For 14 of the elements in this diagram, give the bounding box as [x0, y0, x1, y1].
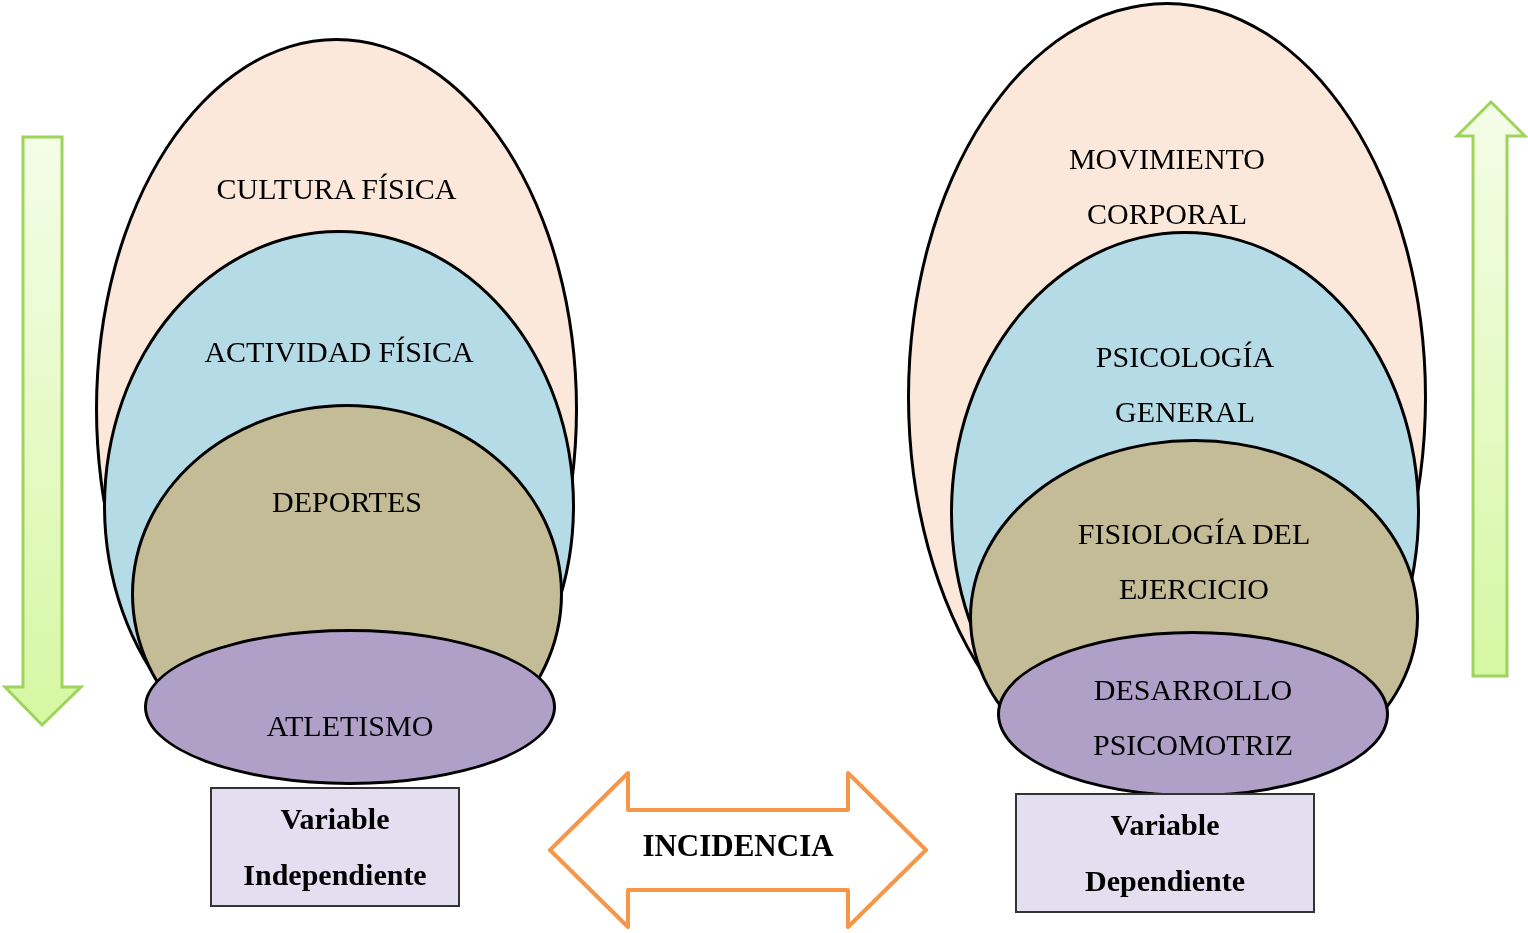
ellipse-label: ATLETISMO	[265, 708, 435, 744]
ellipse-label: MOVIMIENTO CORPORAL	[1067, 141, 1267, 232]
ellipse-label: PSICOLOGÍA GENERAL	[1094, 339, 1276, 430]
ellipse-label: CULTURA FÍSICA	[215, 171, 458, 207]
variable-box	[1015, 793, 1315, 913]
arrow-label: INCIDENCIA	[642, 827, 834, 865]
variable-box	[210, 787, 460, 907]
box-label: Variable Dependiente	[1084, 807, 1246, 899]
ellipse-label: DESARROLLO PSICOMOTRIZ	[1092, 672, 1294, 763]
box-label: Variable Independiente	[242, 801, 428, 893]
ellipse-label: DEPORTES	[271, 484, 423, 520]
ellipse-label: FISIOLOGÍA DEL EJERCICIO	[1076, 516, 1312, 607]
double-arrow	[548, 770, 928, 930]
ellipse-label: ACTIVIDAD FÍSICA	[203, 334, 475, 370]
